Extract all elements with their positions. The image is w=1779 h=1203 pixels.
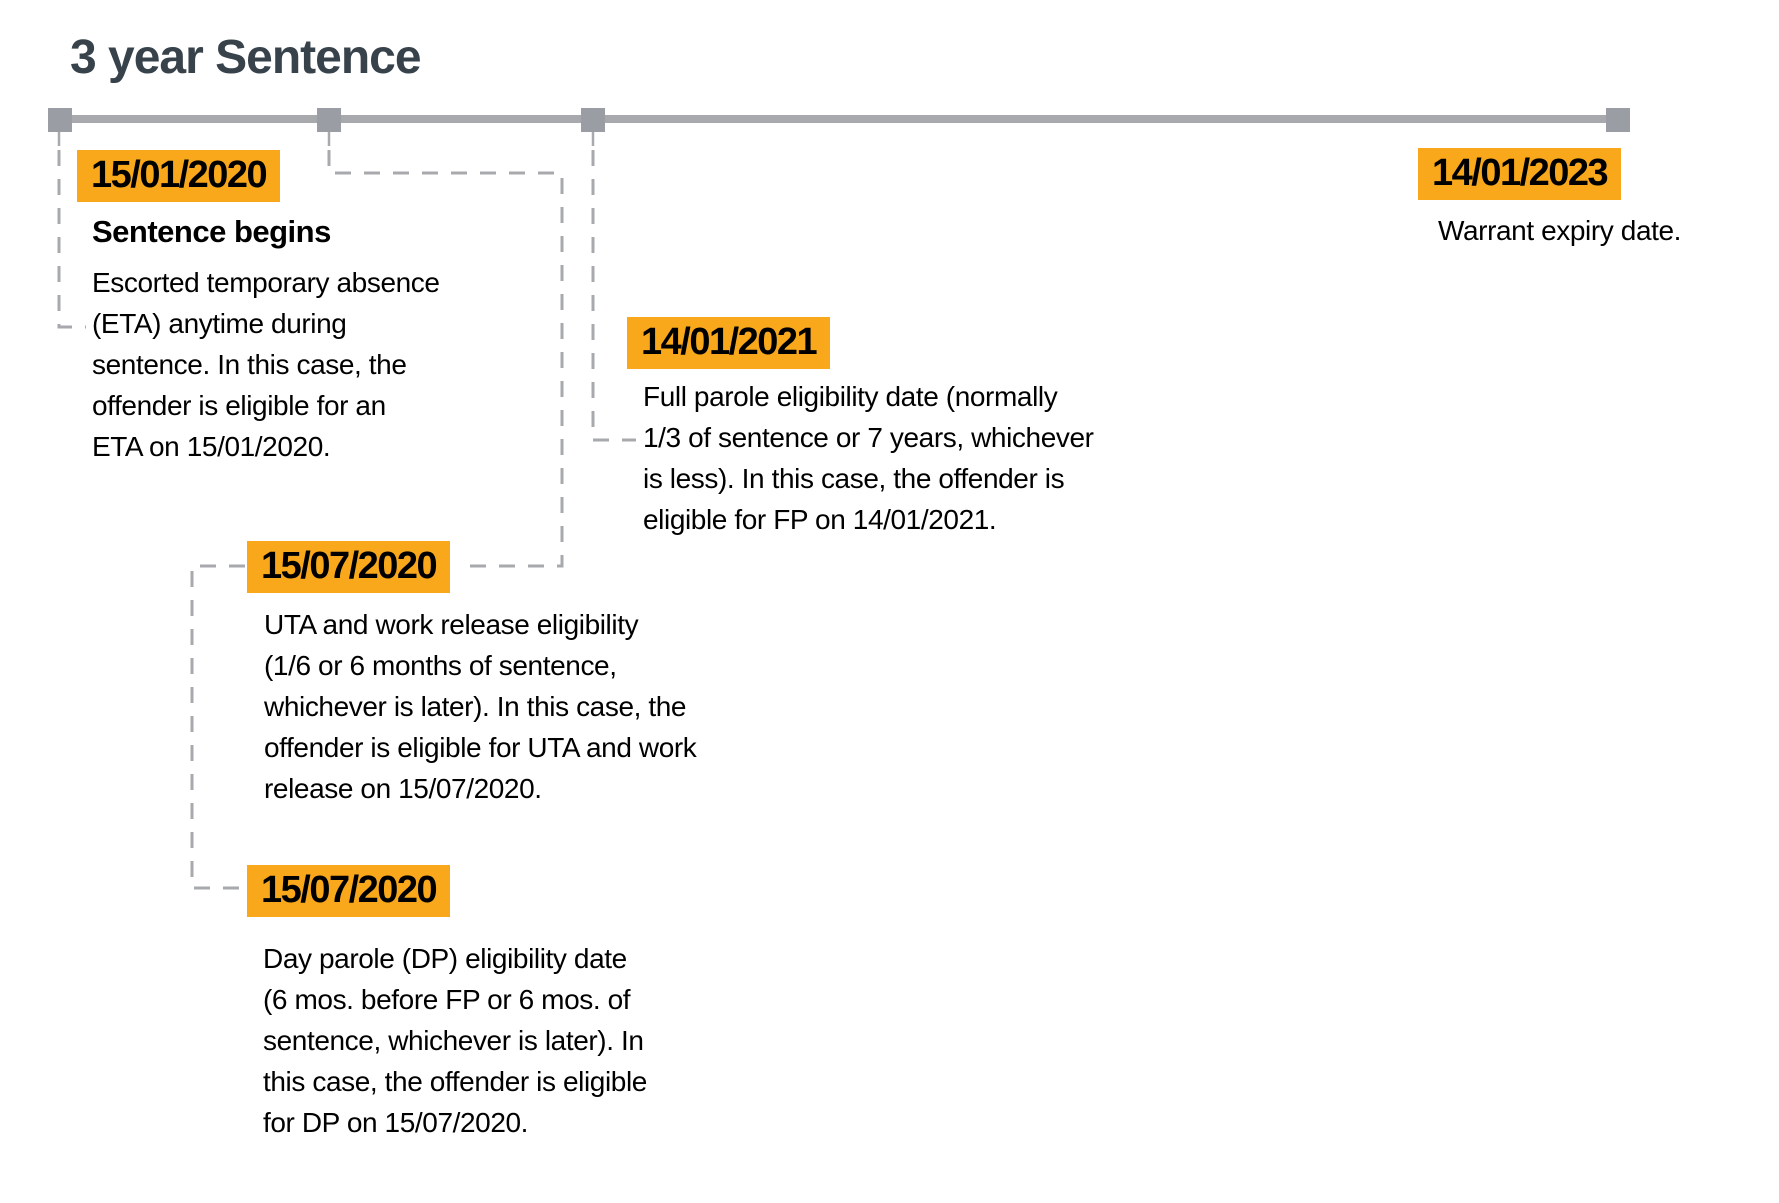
page-title: 3 year Sentence — [70, 31, 422, 84]
date-badge-warrant-expiry: 14/01/2023 — [1418, 148, 1622, 200]
timeline-marker-start — [48, 108, 72, 132]
timeline-marker-end — [1606, 108, 1630, 132]
event-description-uta-work-release: UTA and work release eligibility (1/6 or… — [264, 609, 697, 804]
date-badge-uta-work-release: 15/07/2020 — [247, 541, 451, 593]
date-badge-full-parole: 14/01/2021 — [627, 317, 831, 369]
event-description-full-parole: Full parole eligibility date (normally 1… — [643, 381, 1094, 535]
connector-sentence-begins — [57, 150, 86, 329]
event-heading-sentence-begins: Sentence begins — [92, 214, 331, 249]
date-badge-sentence-begins: 15/01/2020 — [77, 150, 281, 202]
connector-full-parole — [591, 150, 636, 442]
timeline-bar — [48, 115, 1629, 123]
date-badge-day-parole: 15/07/2020 — [247, 865, 451, 917]
timeline-marker-one-third — [581, 108, 605, 132]
event-description-sentence-begins: Escorted temporary absence (ETA) anytime… — [92, 267, 440, 462]
connector-uta-from-marker — [327, 150, 564, 568]
event-description-day-parole: Day parole (DP) eligibility date (6 mos.… — [263, 943, 647, 1138]
connector-day-parole — [190, 564, 245, 890]
event-description-warrant-expiry: Warrant expiry date. — [1438, 215, 1682, 246]
timeline-marker-six-months — [317, 108, 341, 132]
